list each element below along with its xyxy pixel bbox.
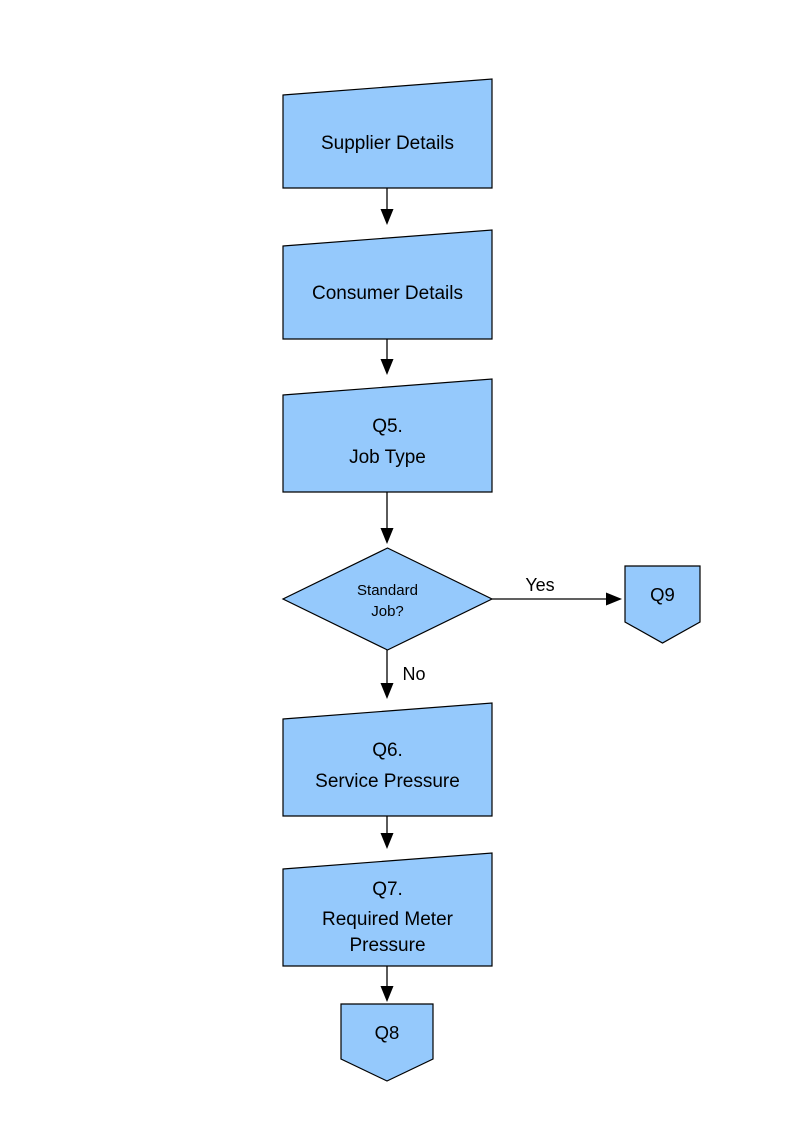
node-q7-required-meter-pressure[interactable]: Q7. Required Meter Pressure: [282, 852, 493, 967]
standard-job-decision-shape[interactable]: [281, 547, 494, 651]
consumer-details-shape[interactable]: [282, 229, 493, 340]
node-consumer-details[interactable]: Consumer Details: [282, 229, 493, 340]
edge-consumer-to-q5: [380, 339, 394, 375]
q9-shape[interactable]: [624, 565, 701, 644]
edge-decision-to-q9: Yes: [492, 575, 622, 606]
q7-label-line2: Required Meter: [322, 909, 454, 930]
node-q6-service-pressure[interactable]: Q6. Service Pressure: [282, 702, 493, 817]
edge-q5-to-decision: [380, 492, 394, 544]
q8-shape[interactable]: [340, 1003, 434, 1082]
edge-label-no: No: [402, 664, 425, 684]
node-supplier-details[interactable]: Supplier Details: [282, 78, 493, 189]
consumer-details-label: Consumer Details: [312, 283, 463, 304]
node-q8[interactable]: Q8: [340, 1003, 434, 1082]
arrowhead-consumer-q5: [380, 359, 394, 375]
standard-job-label-line1: Standard: [357, 582, 418, 599]
supplier-details-shape[interactable]: [282, 78, 493, 189]
q5-job-type-label-line1: Q5.: [372, 416, 403, 437]
q9-label: Q9: [650, 584, 675, 605]
supplier-details-label: Supplier Details: [321, 133, 454, 154]
q6-label-line1: Q6.: [372, 740, 403, 761]
edge-q7-to-q8: [380, 966, 394, 1002]
arrowhead-supplier-consumer: [380, 209, 394, 225]
q6-label-line2: Service Pressure: [315, 771, 460, 792]
edge-label-yes: Yes: [525, 575, 554, 595]
arrowhead-q6-q7: [380, 833, 394, 849]
standard-job-label-line2: Job?: [371, 603, 404, 620]
edge-q6-to-q7: [380, 816, 394, 849]
q7-label-line3: Pressure: [349, 935, 425, 956]
q6-service-pressure-shape[interactable]: [282, 702, 493, 817]
q7-required-meter-pressure-shape[interactable]: [282, 852, 493, 967]
arrowhead-decision-q6: [380, 683, 394, 699]
node-q9[interactable]: Q9: [624, 565, 701, 644]
node-standard-job-decision[interactable]: Standard Job?: [281, 547, 494, 651]
edge-decision-to-q6: No: [380, 650, 426, 699]
arrowhead-decision-q9: [606, 592, 622, 606]
arrowhead-q7-q8: [380, 986, 394, 1002]
q7-label-line1: Q7.: [372, 879, 403, 900]
node-q5-job-type[interactable]: Q5. Job Type: [282, 378, 493, 493]
arrowhead-q5-decision: [380, 528, 394, 544]
q5-job-type-shape[interactable]: [282, 378, 493, 493]
edge-supplier-to-consumer: [380, 188, 394, 225]
q5-job-type-label-line2: Job Type: [349, 447, 426, 468]
q8-label: Q8: [375, 1022, 400, 1043]
